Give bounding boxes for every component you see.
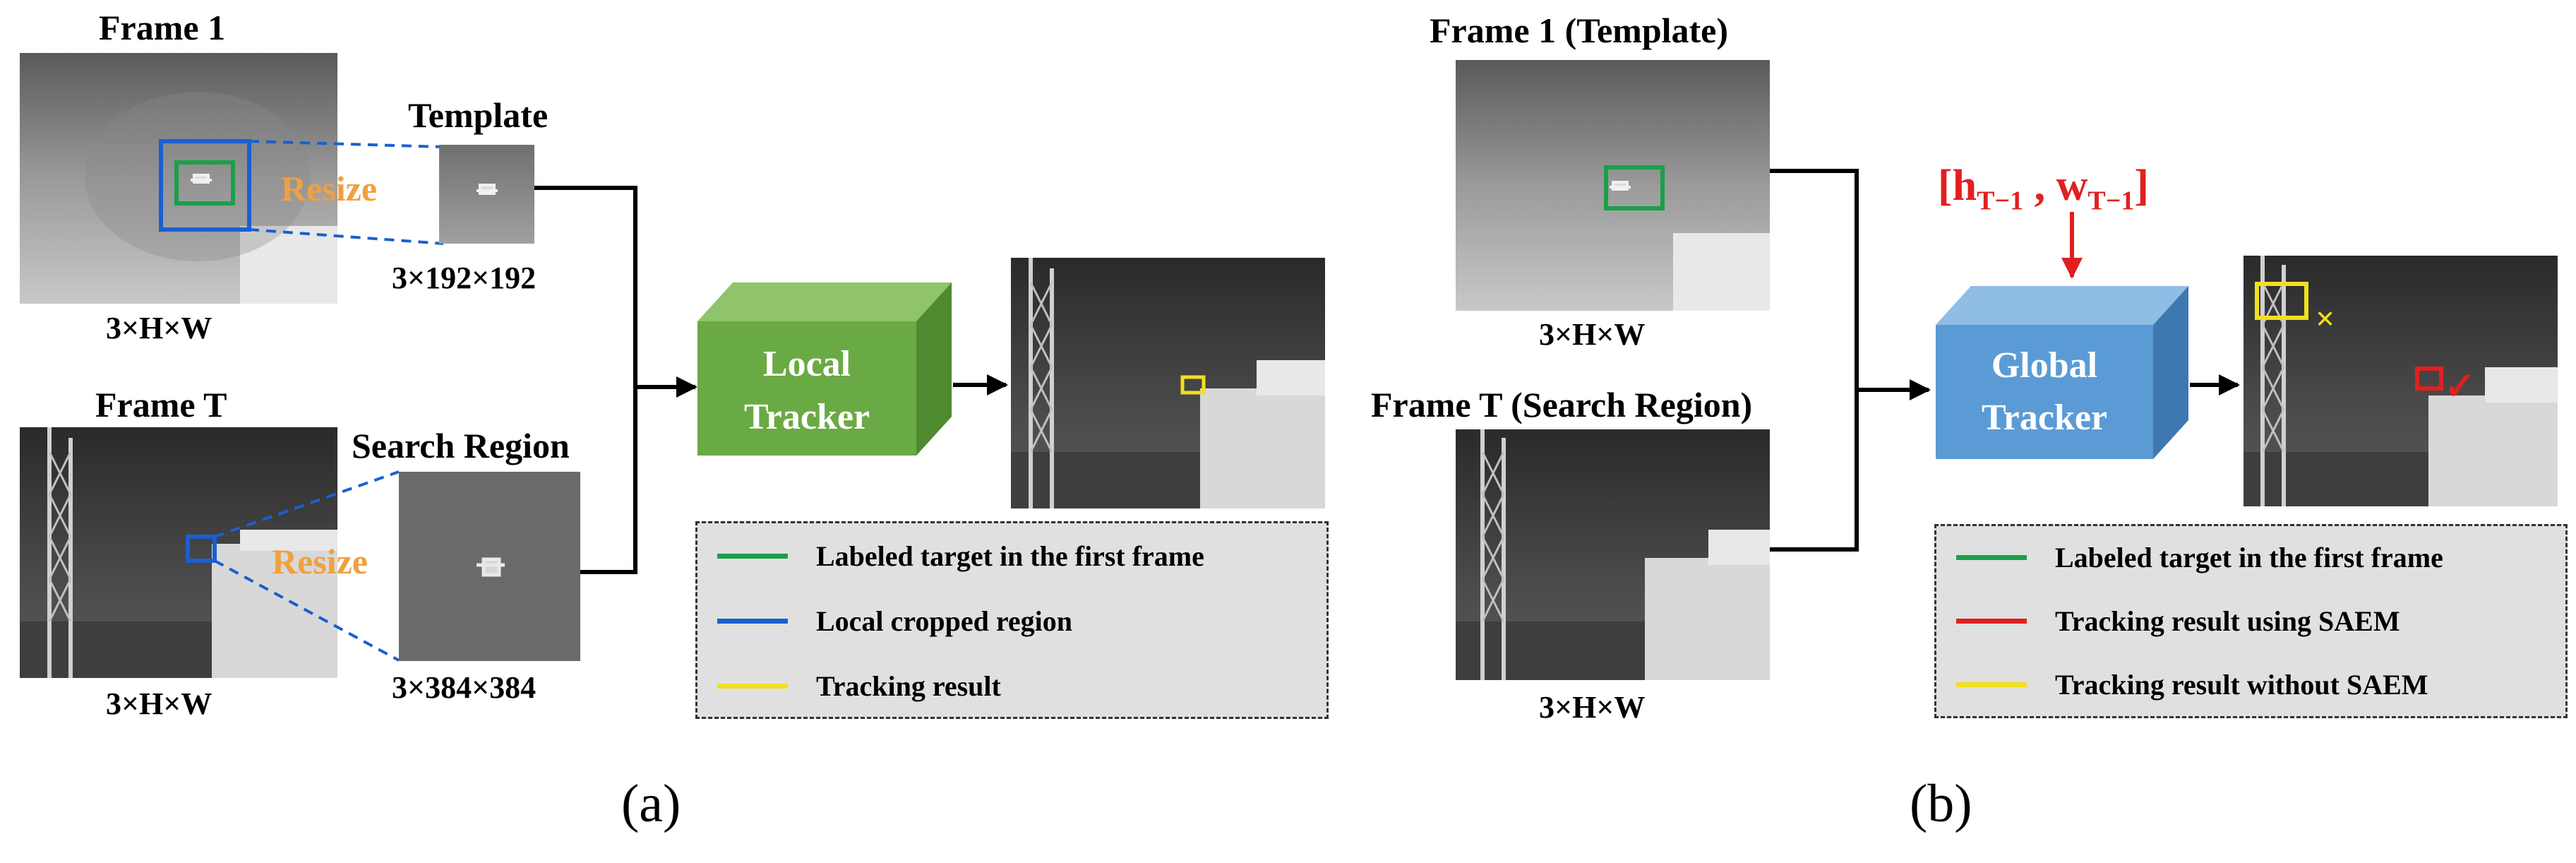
connector-template-search bbox=[534, 186, 637, 574]
search-crop-box bbox=[186, 535, 217, 563]
legend-a-item-yellow: Tracking result bbox=[717, 669, 1001, 702]
legend-a-text-green: Labeled target in the first frame bbox=[816, 540, 1204, 572]
target-box-green bbox=[174, 160, 235, 206]
frameT-image-b bbox=[1456, 429, 1770, 680]
search-region-image bbox=[399, 472, 580, 661]
global-tracker-label-line2: Tracker bbox=[1981, 398, 2108, 438]
frame1-image-a bbox=[20, 53, 337, 304]
right-mark: ✓ bbox=[2444, 365, 2476, 407]
resize-label-bottom: Resize bbox=[272, 542, 369, 581]
legend-b-text-red: Tracking result using SAEM bbox=[2055, 605, 2400, 637]
frameT-dims-a: 3×H×W bbox=[106, 686, 212, 721]
frameT-image-a bbox=[20, 427, 337, 678]
search-region-label: Search Region bbox=[352, 426, 570, 465]
crop-guide-top bbox=[248, 140, 444, 148]
formula-sub2: T−1 bbox=[2087, 186, 2135, 216]
legend-a-item-green: Labeled target in the first frame bbox=[717, 540, 1204, 572]
legend-a-text-yellow: Tracking result bbox=[816, 669, 1001, 702]
legend-b-swatch-red bbox=[1956, 618, 2027, 624]
legend-a: Labeled target in the first frame Local … bbox=[695, 521, 1329, 719]
legend-b-text-green: Labeled target in the first frame bbox=[2055, 541, 2443, 573]
frameT-label-a: Frame T bbox=[95, 385, 227, 424]
result-image-a bbox=[1011, 258, 1325, 508]
template-label: Template bbox=[408, 95, 549, 135]
legend-b-item-red: Tracking result using SAEM bbox=[1956, 605, 2400, 637]
formula-sub1: T−1 bbox=[1977, 186, 2024, 216]
local-tracker-cube[interactable] bbox=[697, 282, 952, 456]
frame1-label-b: Frame 1 (Template) bbox=[1430, 11, 1729, 50]
legend-b-swatch-yellow bbox=[1956, 682, 2027, 687]
global-tracker-cube[interactable] bbox=[1936, 286, 2188, 459]
result-image-b bbox=[2243, 256, 2558, 506]
formula-prev-size: [hT−1 , wT−1] bbox=[1938, 164, 2149, 214]
legend-b-item-yellow: Tracking result without SAEM bbox=[1956, 668, 2428, 701]
frameT-dims-b: 3×H×W bbox=[1539, 690, 1646, 725]
formula-open: [h bbox=[1938, 162, 1977, 210]
legend-a-swatch-green bbox=[717, 553, 788, 559]
legend-b: Labeled target in the first frame Tracki… bbox=[1934, 524, 2568, 718]
frame1-dims-a: 3×H×W bbox=[106, 311, 212, 345]
legend-a-swatch-yellow bbox=[717, 683, 788, 689]
legend-b-swatch-green bbox=[1956, 554, 2027, 560]
result-box-with-saem bbox=[2415, 367, 2443, 391]
caption-b: (b) bbox=[1910, 774, 1972, 833]
tracking-result-box-a bbox=[1180, 375, 1206, 395]
formula-mid: , w bbox=[2023, 162, 2088, 210]
legend-b-text-yellow: Tracking result without SAEM bbox=[2055, 668, 2428, 701]
template-image bbox=[439, 145, 534, 244]
search-region-dims: 3×384×384 bbox=[392, 670, 537, 705]
template-dims: 3×192×192 bbox=[392, 261, 537, 295]
frame1-label-a: Frame 1 bbox=[99, 8, 226, 47]
wrong-mark: × bbox=[2316, 300, 2335, 338]
crop-guide-bottom bbox=[248, 228, 444, 245]
frame1-dims-b: 3×H×W bbox=[1539, 317, 1646, 352]
resize-label-top: Resize bbox=[281, 169, 378, 208]
legend-a-item-blue: Local cropped region bbox=[717, 605, 1072, 637]
formula-close: ] bbox=[2134, 162, 2150, 210]
global-tracker-label-line1: Global bbox=[1991, 345, 2098, 386]
legend-a-text-blue: Local cropped region bbox=[816, 605, 1072, 637]
connector-b bbox=[1770, 169, 1859, 552]
target-box-green-b bbox=[1604, 165, 1665, 210]
frameT-label-b: Frame T (Search Region) bbox=[1371, 385, 1753, 424]
local-tracker-label-line1: Local bbox=[762, 344, 851, 384]
local-tracker-label-line2: Tracker bbox=[743, 397, 870, 437]
search-guide-bottom bbox=[214, 559, 400, 662]
local-crop-box bbox=[159, 139, 251, 232]
result-box-without-saem bbox=[2255, 282, 2308, 320]
frame1-image-b bbox=[1456, 60, 1770, 311]
caption-a: (a) bbox=[621, 774, 681, 833]
legend-b-item-green: Labeled target in the first frame bbox=[1956, 541, 2443, 573]
legend-a-swatch-blue bbox=[717, 618, 788, 624]
